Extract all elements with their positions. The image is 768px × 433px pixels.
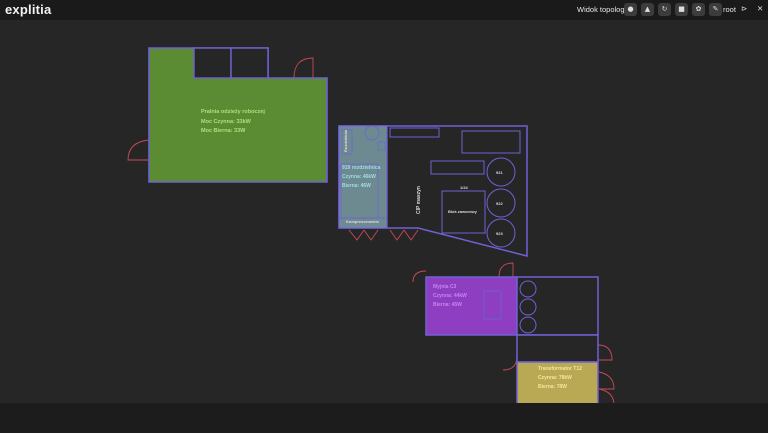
- chat-button[interactable]: ●: [624, 3, 637, 16]
- rozdzielnia-room-label: Rozdzielnia: [343, 129, 348, 152]
- settings-button[interactable]: ✿: [692, 3, 705, 16]
- myjnia-name: Myjnia C3: [433, 284, 457, 290]
- tank-small-1: [519, 280, 537, 298]
- refresh-icon: ↻: [661, 5, 668, 13]
- bottom-bar: [0, 403, 768, 433]
- myjnia-inner-room: [483, 290, 502, 320]
- pralnia-name: Pralnia odzieży roboczej: [201, 109, 265, 115]
- tank-small-3: [519, 316, 537, 334]
- username-label[interactable]: root: [723, 5, 736, 14]
- tank-921-label: 921: [496, 170, 503, 175]
- floor-plan: [127, 47, 615, 403]
- myjnia-reactive-power: Bierna: 45W: [433, 301, 462, 308]
- transformator-label: Transformator T12 Czynna: 78kW Bierna: 7…: [538, 365, 582, 391]
- rozdzielnia-box: [377, 141, 386, 151]
- edit-icon: ✎: [712, 5, 719, 13]
- transformator-active-power: Czynna: 78kW: [538, 374, 572, 381]
- view-mode-label: Widok topologii: [577, 5, 628, 14]
- save-icon: ■: [678, 5, 685, 13]
- pralnia-room-b: [230, 47, 269, 79]
- tank-923[interactable]: [486, 218, 516, 248]
- app-logo: explitia: [5, 2, 52, 17]
- zone-pralnia[interactable]: [148, 47, 328, 183]
- blok-zaworowy-label: Blok zaworowy: [448, 209, 477, 214]
- rozdzielnia-label: 919 rozdzielnica Czynna: 46kW Bierna: 46…: [342, 164, 380, 190]
- transformator-reactive-power: Bierna: 78W: [538, 383, 567, 390]
- tank-small-2: [519, 298, 537, 316]
- rozdzielnia-reactive-power: Bierna: 46W: [342, 182, 371, 189]
- zone-transformator-fill[interactable]: [516, 361, 599, 403]
- room-middle-right: [516, 334, 599, 363]
- logout-icon[interactable]: ⊳: [741, 4, 748, 13]
- kompresorownia-room: [338, 217, 388, 229]
- machine-b: [461, 130, 521, 154]
- tank-922-label: 922: [496, 201, 503, 206]
- top-bar: explitia Widok topologii ● ▲ ↻ ■ ✿ ✎ roo…: [0, 0, 768, 20]
- tank-923-label: 923: [496, 231, 503, 236]
- rozdzielnia-circle: [364, 125, 380, 141]
- blok-zaworowy-room: [441, 190, 486, 234]
- rozdzielnia-small-room: [341, 129, 353, 155]
- machine-c: [430, 160, 485, 175]
- transformator-name: Transformator T12: [538, 366, 582, 372]
- pralnia-label: Pralnia odzieży roboczej Moc Czynna: 33k…: [201, 108, 265, 137]
- machine-a: [389, 127, 440, 138]
- settings-icon: ✿: [695, 5, 702, 13]
- zone-main-building[interactable]: [338, 125, 528, 257]
- close-icon[interactable]: ✕: [757, 4, 764, 13]
- edit-button[interactable]: ✎: [709, 3, 722, 16]
- myjnia-active-power: Czynna: 44kW: [433, 292, 467, 299]
- kompresorownia-label: Kompresorownia: [346, 219, 379, 224]
- warning-icon: ▲: [644, 5, 651, 13]
- refresh-button[interactable]: ↻: [658, 3, 671, 16]
- room-number-label: 1/24: [460, 185, 468, 190]
- rozdzielnia-name: 919 rozdzielnica: [342, 165, 381, 171]
- cip-label: CIP maszyn: [416, 186, 422, 214]
- zone-myjnia-fill[interactable]: [425, 276, 518, 336]
- tank-922[interactable]: [486, 188, 516, 218]
- myjnia-label: Myjnia C3 Czynna: 44kW Bierna: 45W: [433, 283, 467, 309]
- room-upper-right: [516, 276, 599, 336]
- save-button[interactable]: ■: [675, 3, 688, 16]
- pralnia-room-a: [193, 47, 232, 79]
- warning-button[interactable]: ▲: [641, 3, 654, 16]
- rozdzielnia-active-power: Czynna: 46kW: [342, 173, 376, 180]
- zone-rozdzielnia-fill[interactable]: [338, 125, 388, 229]
- zone-lower-building[interactable]: [425, 276, 599, 403]
- tank-921[interactable]: [486, 157, 516, 187]
- chat-icon: ●: [627, 5, 634, 13]
- pralnia-active-power: Moc Czynna: 33kW: [201, 118, 251, 125]
- pralnia-reactive-power: Moc Bierna: 33W: [201, 128, 246, 135]
